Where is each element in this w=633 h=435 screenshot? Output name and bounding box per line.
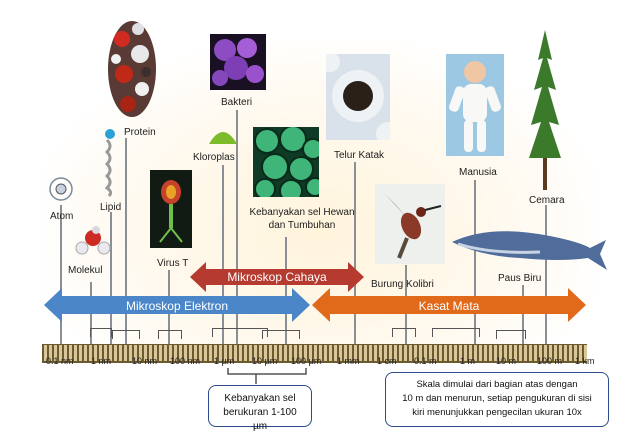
sel-line [285, 237, 287, 347]
bracket [158, 330, 182, 339]
arrow-mikroskop-elektron: Mikroskop Elektron [44, 288, 310, 322]
telur-picture [326, 54, 390, 140]
telur-line [354, 162, 356, 347]
label-lipid: Lipid [100, 202, 122, 213]
scale-tick: 100 m [537, 356, 563, 366]
scale-tick: 1 mm [337, 356, 360, 366]
bracket [496, 330, 526, 339]
label-molekul: Molekul [68, 265, 103, 276]
label-bakteri: Bakteri [221, 97, 253, 108]
label-sel: Kebanyakan sel Hewan dan Tumbuhan [244, 206, 360, 232]
bracket [392, 328, 416, 337]
label-sel-line2: dan Tumbuhan [268, 220, 336, 231]
bracket [262, 330, 300, 339]
label-atom: Atom [50, 211, 74, 222]
kloroplas-picture [207, 126, 239, 146]
kloroplas-line [222, 165, 224, 347]
kolibri-picture [375, 184, 445, 264]
paus-line [522, 285, 524, 347]
scale-ruler [42, 344, 587, 363]
atom-picture [48, 176, 74, 202]
scale-tick: 1 km [575, 356, 595, 366]
atom-line [60, 205, 62, 347]
label-manusia: Manusia [459, 167, 497, 178]
label-kloroplas: Kloroplas [193, 152, 235, 163]
label-virus: Virus T [157, 258, 189, 269]
manusia-picture [446, 54, 504, 156]
label-telur: Telur Katak [334, 150, 385, 161]
label-protein: Protein [124, 127, 156, 138]
scale-tick: 10 nm [132, 356, 158, 366]
scale-tick: 1 m [460, 356, 476, 366]
scale-tick: 1 nm [91, 356, 112, 366]
note-cell-line2: berukuran 1-100 µm [223, 407, 297, 432]
bakteri-picture [210, 34, 266, 90]
cemara-line [545, 205, 547, 347]
arrow-elektron-label: Mikroskop Elektron [126, 299, 228, 313]
molekul-picture [74, 224, 112, 258]
note-cell-line1: Kebanyakan sel [224, 393, 296, 404]
cemara-picture [528, 30, 562, 190]
lipid-line [110, 212, 112, 347]
label-kolibri: Burung Kolibri [371, 279, 434, 290]
scale-tick: 1 cm [377, 356, 397, 366]
arrow-cahaya-label: Mikroskop Cahaya [227, 270, 327, 284]
lipid-picture [103, 128, 117, 198]
arrow-kasat-mata: Kasat Mata [312, 288, 586, 322]
note-scale-line2: 10 m dan menurun, setiap pengukuran di s… [402, 393, 592, 404]
bracket [90, 328, 112, 337]
scale-tick: 10 m [496, 356, 517, 366]
scale-tick: 1 µm [214, 356, 235, 366]
label-paus: Paus Biru [498, 273, 542, 284]
note-scale-line3: kiri menunjukkan pengecilan ukuran 10x [412, 407, 582, 418]
bracket [212, 328, 268, 337]
molekul-line [90, 282, 92, 347]
bracket [432, 328, 480, 337]
arrow-mikroskop-cahaya: Mikroskop Cahaya [190, 262, 364, 292]
label-sel-line1: Kebanyakan sel Hewan [249, 207, 355, 218]
protein-line [125, 138, 127, 347]
paus-picture [450, 218, 608, 274]
scale-tick: 0.1 nm [46, 356, 74, 366]
manusia-line [474, 180, 476, 347]
scale-tick: 10 µm [252, 356, 278, 366]
note-cell-size: Kebanyakan sel berukuran 1-100 µm [208, 385, 312, 432]
virus-picture [150, 170, 192, 248]
scale-tick: 100 µm [291, 356, 322, 366]
bakteri-line [236, 110, 238, 347]
bracket [112, 330, 140, 339]
cell-range-bracket [227, 368, 307, 384]
label-cemara: Cemara [529, 195, 565, 206]
sel-picture [253, 127, 319, 197]
scale-tick: 0.1 m [414, 356, 437, 366]
scale-tick: 100 nm [170, 356, 201, 366]
protein-picture [102, 14, 160, 124]
note-scale-line1: Skala dimulai dari bagian atas dengan [416, 379, 578, 390]
note-scale: Skala dimulai dari bagian atas dengan 10… [385, 372, 609, 427]
arrow-mata-label: Kasat Mata [419, 299, 480, 313]
